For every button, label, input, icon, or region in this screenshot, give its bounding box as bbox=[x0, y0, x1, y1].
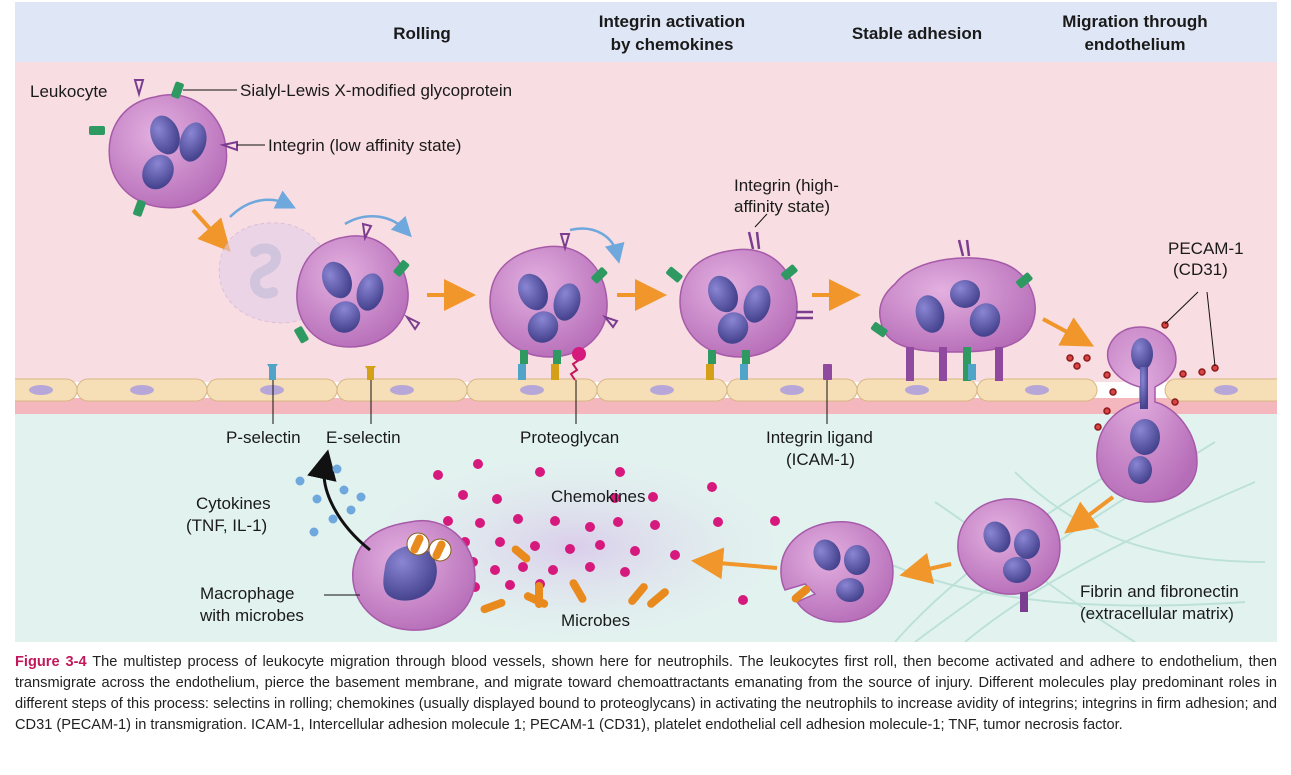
label-integrin-high-line1: Integrin (high- bbox=[734, 176, 839, 195]
header-integrin-activation-line2: by chemokines bbox=[611, 35, 734, 54]
figure-caption: Figure 3-4 The multistep process of leuk… bbox=[15, 652, 1277, 736]
basement-membrane bbox=[15, 398, 1277, 414]
pecam-leader-1 bbox=[1164, 291, 1199, 325]
label-fibrin-line1: Fibrin and fibronectin bbox=[1080, 582, 1239, 601]
leukocyte-transmigrating bbox=[1096, 326, 1198, 503]
arrow-to-migration bbox=[1042, 317, 1095, 347]
integrin-high-leader bbox=[754, 213, 768, 228]
label-fibrin-line2: (extracellular matrix) bbox=[1080, 604, 1234, 623]
label-chemokines: Chemokines bbox=[551, 487, 646, 506]
leukocyte-adherent bbox=[870, 239, 1036, 353]
selectin-bound-blue bbox=[518, 364, 526, 380]
proteoglycan-marker bbox=[569, 347, 586, 381]
header-migration-line1: Migration through bbox=[1062, 12, 1207, 31]
pecam-1-markers bbox=[1066, 321, 1219, 431]
e-selectin-marker bbox=[365, 366, 376, 380]
leukocyte-phagocytosing bbox=[780, 521, 894, 623]
pecam-leader-2 bbox=[1206, 291, 1216, 367]
selectin-bound-blue-2 bbox=[740, 364, 748, 380]
label-integrin-low: Integrin (low affinity state) bbox=[268, 136, 461, 155]
p-selectin-marker bbox=[267, 364, 278, 380]
label-proteoglycan: Proteoglycan bbox=[520, 428, 619, 447]
leukocyte-in-matrix bbox=[957, 498, 1061, 612]
label-p-selectin: P-selectin bbox=[226, 428, 301, 447]
selectin-bound-yellow bbox=[551, 364, 559, 380]
caption-text: The multistep process of leukocyte migra… bbox=[15, 654, 1277, 733]
label-cytokines-line1: Cytokines bbox=[196, 494, 271, 513]
label-pecam-line1: PECAM-1 bbox=[1168, 239, 1244, 258]
arrow-to-rolling bbox=[191, 208, 231, 252]
cytokine-arrow bbox=[307, 449, 371, 552]
label-e-selectin: E-selectin bbox=[326, 428, 401, 447]
header-rolling: Rolling bbox=[393, 24, 451, 43]
label-macrophage-line2: with microbes bbox=[199, 606, 304, 625]
label-integrin-ligand-line1: Integrin ligand bbox=[766, 428, 873, 447]
label-sialyl-lewis: Sialyl-Lewis X-modified glycoprotein bbox=[240, 81, 512, 100]
roll-motion-arrow-3 bbox=[569, 227, 625, 264]
label-integrin-ligand-line2: (ICAM-1) bbox=[786, 450, 855, 469]
label-cytokines-line2: (TNF, IL-1) bbox=[186, 516, 267, 535]
leukocyte-migration-diagram: Rolling Integrin activation by chemokine… bbox=[15, 2, 1277, 642]
integrin-icam-bonds bbox=[906, 347, 1003, 381]
header-integrin-activation-line1: Integrin activation bbox=[599, 12, 745, 31]
arrow-to-chemokines bbox=[691, 547, 778, 580]
label-leukocyte: Leukocyte bbox=[30, 82, 108, 101]
label-macrophage-line1: Macrophage bbox=[200, 584, 295, 603]
figure-number: Figure 3-4 bbox=[15, 654, 87, 670]
label-microbes: Microbes bbox=[561, 611, 630, 630]
roll-motion-arrow-2 bbox=[344, 215, 412, 238]
selectin-bound-yellow-2 bbox=[706, 364, 714, 380]
leukocyte-rolling bbox=[294, 222, 421, 348]
header-migration-line2: endothelium bbox=[1084, 35, 1185, 54]
arrow-to-tissue-cell bbox=[1064, 495, 1115, 534]
leukocyte-free bbox=[89, 79, 238, 217]
macrophage bbox=[352, 519, 476, 631]
header-band bbox=[15, 2, 1277, 62]
leukocyte-activating bbox=[489, 233, 619, 364]
label-integrin-high-line2: affinity state) bbox=[734, 197, 830, 216]
arrow-to-phagocyte bbox=[899, 552, 952, 585]
chemokine-cluster bbox=[433, 459, 780, 605]
cytokine-dots bbox=[295, 464, 366, 537]
roll-motion-arrow-1 bbox=[229, 190, 296, 218]
header-stable-adhesion: Stable adhesion bbox=[852, 24, 982, 43]
leukocyte-activated bbox=[666, 231, 813, 364]
microbe-cluster bbox=[480, 545, 669, 614]
label-pecam-line2: (CD31) bbox=[1173, 260, 1228, 279]
endothelial-lining bbox=[15, 378, 1277, 402]
icam-1-marker bbox=[823, 364, 832, 380]
